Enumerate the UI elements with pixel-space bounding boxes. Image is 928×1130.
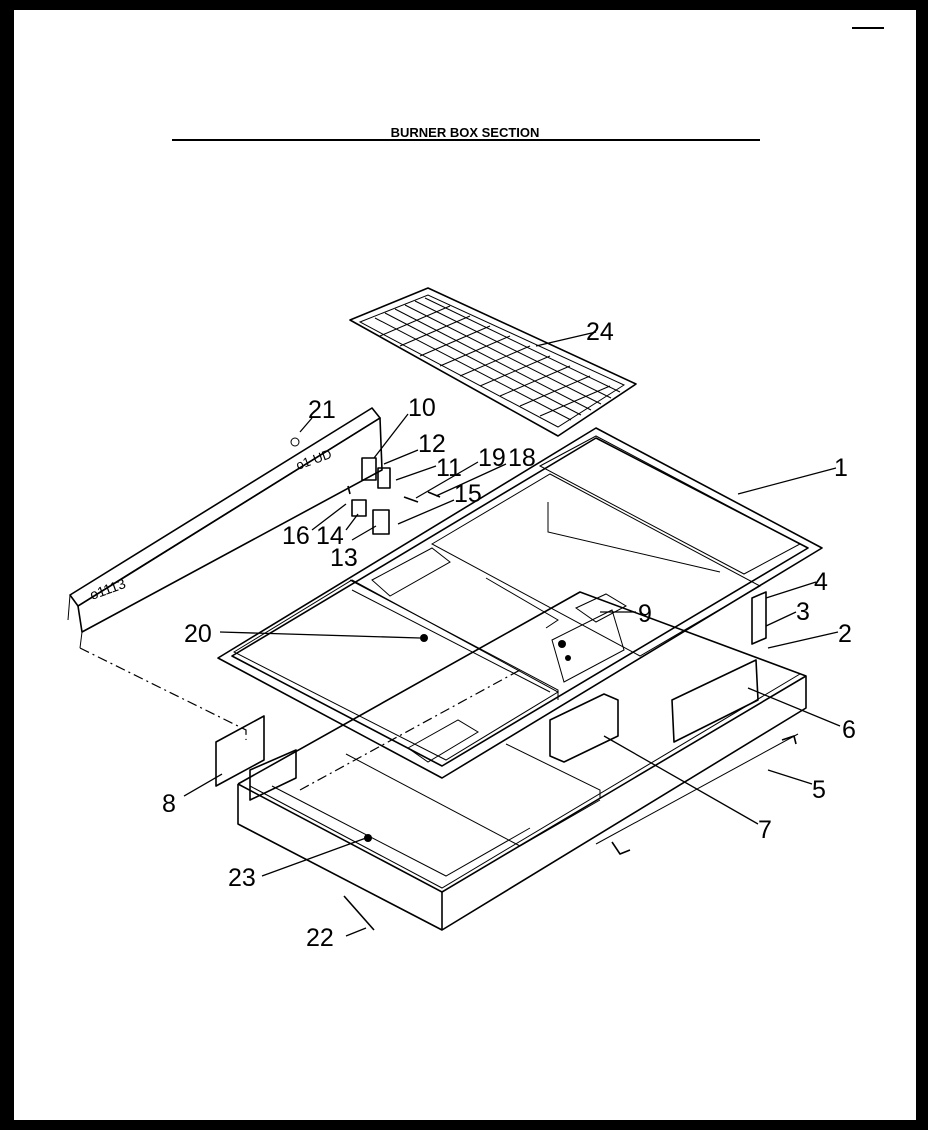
label-16: 16	[282, 522, 310, 550]
label-8: 8	[162, 790, 176, 818]
page-background	[14, 10, 916, 1120]
label-18: 18	[508, 444, 536, 472]
label-19: 19	[478, 444, 506, 472]
leader-lines	[183, 331, 841, 937]
label-21: 21	[308, 396, 336, 424]
label-20: 20	[184, 620, 212, 648]
label-12: 12	[418, 430, 446, 458]
burner-box	[215, 591, 807, 931]
label-22: 22	[306, 924, 334, 952]
diagram-title: BURNER BOX SECTION	[391, 125, 540, 140]
label-14: 14	[316, 522, 344, 550]
label-15: 15	[454, 480, 482, 508]
label-24: 24	[586, 318, 614, 346]
label-10: 10	[408, 394, 436, 422]
label-4: 4	[814, 568, 828, 596]
label-23: 23	[228, 864, 256, 892]
label-5: 5	[812, 776, 826, 804]
grill-grate	[349, 287, 637, 437]
label-11: 11	[436, 454, 462, 482]
part-labels: 24 21 10 12 11 19 18 1 16 14 15 13 4 3 2…	[162, 318, 856, 952]
label-7: 7	[758, 816, 772, 844]
top-frame	[217, 427, 823, 779]
control-rail: o1113 o1 UD	[67, 407, 441, 649]
label-3: 3	[796, 598, 810, 626]
label-2: 2	[838, 620, 852, 648]
assembly-guide	[79, 647, 247, 740]
label-9: 9	[638, 600, 652, 628]
label-1: 1	[834, 454, 848, 482]
label-13: 13	[330, 544, 358, 572]
label-6: 6	[842, 716, 856, 744]
